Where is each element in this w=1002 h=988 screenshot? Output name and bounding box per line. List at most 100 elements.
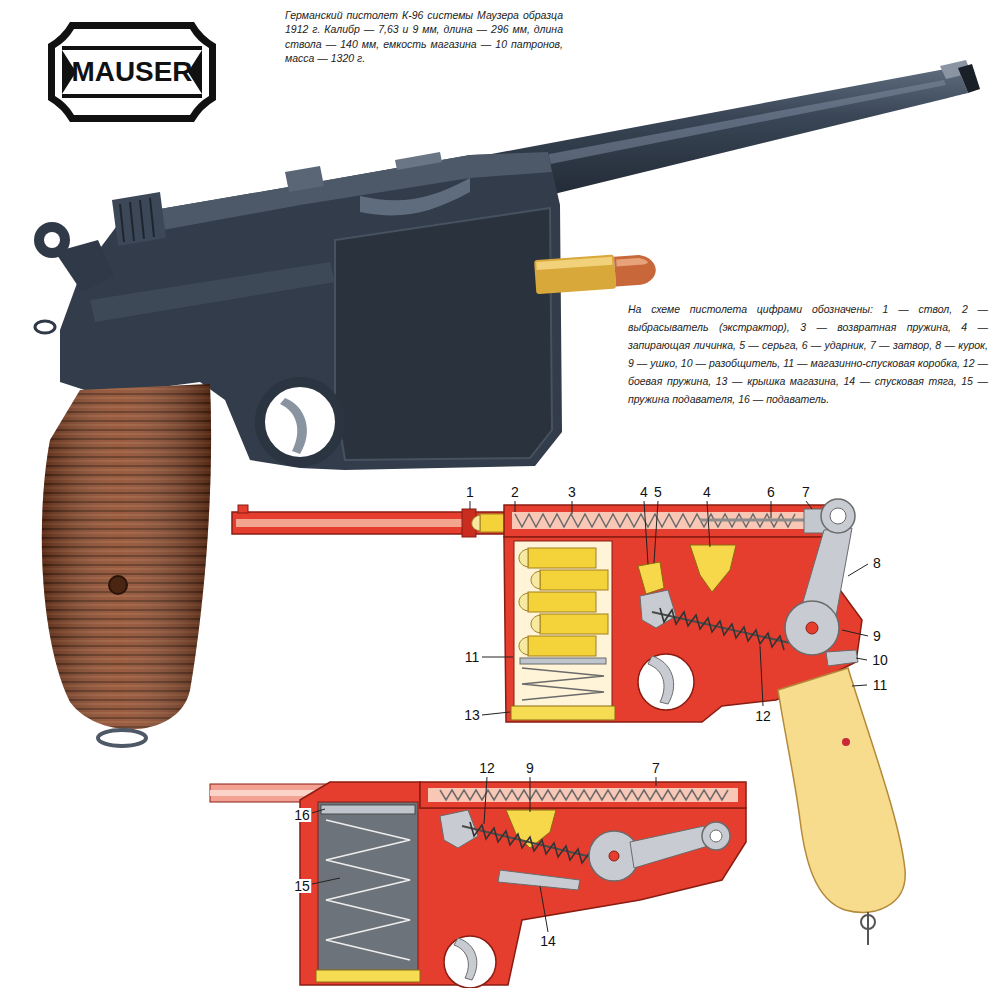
- callout-number: 15: [293, 879, 311, 893]
- callout-number: 7: [801, 485, 811, 499]
- mainspring: [470, 822, 594, 866]
- frame-rail: [90, 262, 335, 322]
- magazine-floorplate: [316, 970, 420, 982]
- grip-screw: [109, 576, 127, 594]
- bolt-grip: [112, 192, 166, 246]
- callout-number: 12: [478, 761, 496, 775]
- leader-lines: [760, 646, 763, 706]
- callout-number: 16: [293, 808, 311, 822]
- grip: [42, 384, 211, 729]
- callout-number: 10: [871, 653, 889, 667]
- hammer-ring-hole: [710, 830, 722, 842]
- grip-screw: [842, 738, 850, 746]
- hammer-ring: [821, 499, 855, 533]
- callout-number: 13: [463, 708, 481, 722]
- disconnector: [826, 650, 858, 666]
- link-part: [638, 562, 664, 594]
- grip-shade: [42, 384, 211, 729]
- pistol-exterior: [34, 60, 980, 746]
- trigger: [454, 938, 477, 980]
- callout-number: 11: [872, 678, 889, 692]
- hammer: [589, 831, 639, 881]
- receiver-section: [420, 782, 746, 808]
- leader-lines: [848, 564, 868, 576]
- magazine-well: [514, 541, 612, 707]
- leader-lines: [852, 685, 867, 686]
- magazine-cartridges: [519, 549, 528, 567]
- caption-text: Германский пистолет К-96 системы Маузера…: [285, 8, 563, 66]
- grip: [778, 668, 905, 912]
- follower: [321, 805, 415, 814]
- lanyard-ring: [861, 915, 875, 929]
- recoil-spring: [440, 790, 728, 800]
- rear-sight: [285, 166, 324, 192]
- trigger-bar: [498, 870, 580, 890]
- leader-lines: [842, 630, 868, 636]
- leader-lines: [484, 777, 487, 824]
- follower-spring: [326, 820, 410, 960]
- hammer-spur: [630, 826, 708, 868]
- leader-lines: [656, 777, 657, 786]
- leader-lines: [530, 777, 531, 812]
- magazine-cartridges: [540, 614, 608, 634]
- magazine-spring: [522, 668, 604, 700]
- cutaway-empty: [210, 782, 746, 988]
- front-sight: [238, 505, 248, 513]
- logo-badge: MAUSER: [48, 22, 216, 122]
- callout-number: 4: [702, 485, 712, 499]
- hammer-ring: [702, 822, 730, 850]
- magazine-cartridges: [519, 637, 528, 655]
- cartridge: [536, 257, 612, 270]
- barrel-highlight: [485, 80, 946, 175]
- leader-lines: [572, 501, 573, 514]
- callout-number: 7: [651, 761, 661, 775]
- hammer: [34, 222, 114, 292]
- callout-number: 8: [872, 556, 882, 570]
- rear-sight-leaf: [395, 152, 442, 170]
- frame-section: [300, 782, 746, 985]
- logo-text: MAUSER: [72, 56, 193, 88]
- trigger-guard: [638, 654, 694, 710]
- callout-number: 14: [539, 934, 557, 948]
- chambered-cartridge: [472, 515, 480, 531]
- leader-lines: [482, 712, 510, 715]
- leader-lines: [644, 501, 648, 564]
- leader-lines: [707, 501, 710, 547]
- callout-number: 1: [465, 485, 475, 499]
- lever: [640, 590, 676, 628]
- leader-lines: [771, 501, 772, 518]
- locking-block: [690, 545, 736, 592]
- hammer-ring-hole: [830, 508, 846, 524]
- magazine-cartridges: [519, 548, 608, 664]
- callout-number: 9: [872, 629, 882, 643]
- magazine-cartridges: [519, 593, 528, 611]
- callout-number: 5: [653, 485, 663, 499]
- hammer: [34, 222, 70, 258]
- magazine-cartridges: [531, 571, 540, 589]
- cartridge: [614, 254, 657, 287]
- logo-outline: [62, 46, 202, 50]
- callout-number: 12: [754, 709, 772, 723]
- leader-lines: [515, 501, 516, 512]
- bolt-grip: [120, 198, 154, 242]
- callout-number: 11: [464, 650, 481, 664]
- mainspring: [660, 608, 784, 650]
- trigger: [648, 656, 674, 704]
- leader-lines: [654, 501, 658, 563]
- muzzle: [958, 64, 980, 93]
- side-loop: [35, 321, 55, 333]
- hammer: [44, 232, 60, 248]
- bolt-grip: [112, 192, 166, 246]
- magazine-cartridges: [520, 658, 606, 664]
- magazine-floorplate: [511, 706, 615, 720]
- cartridge: [534, 252, 657, 294]
- magazine-cartridges: [528, 592, 596, 612]
- magazine-cartridges: [531, 615, 540, 633]
- receiver-cut: [360, 178, 470, 215]
- magazine-well: [318, 802, 418, 978]
- cartridge: [534, 255, 616, 294]
- magazine-cartridges: [540, 570, 608, 590]
- callout-number: 2: [510, 485, 520, 499]
